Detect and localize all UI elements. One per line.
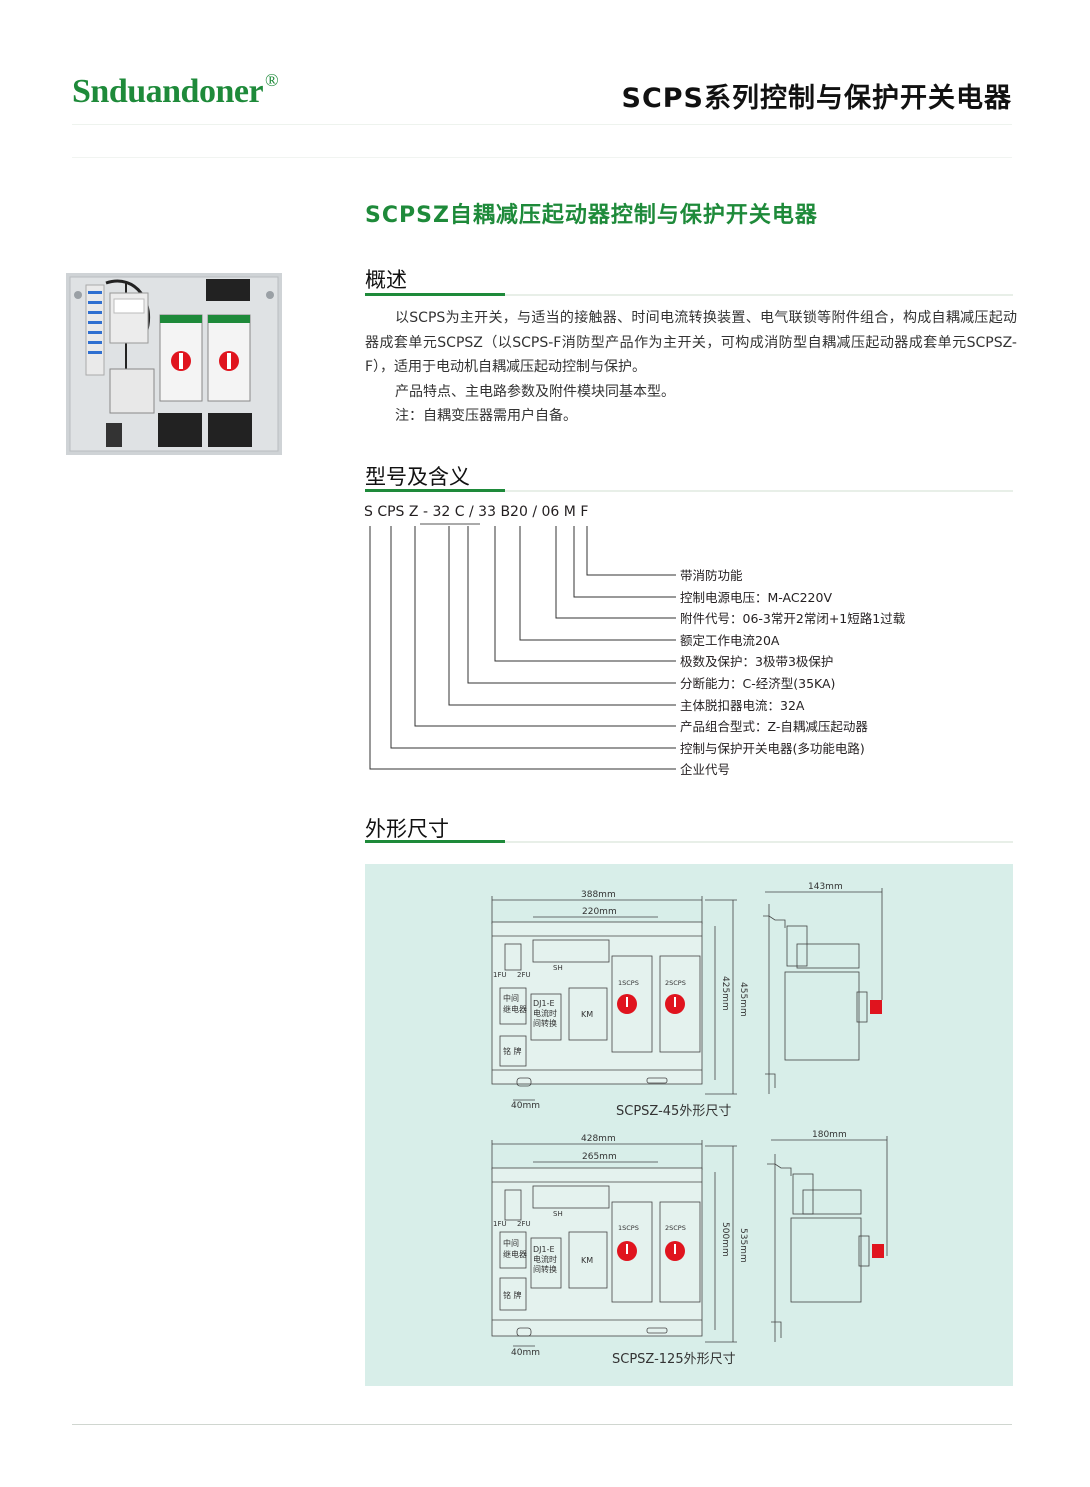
d1-side-depth: 143mm [808,882,843,892]
code-06: 06 [541,504,560,520]
d1-width-outer: 388mm [581,890,616,900]
footer-divider [72,1424,1012,1425]
d2-dj-2: 电流时 [533,1254,557,1264]
meaning-device: 控制与保护开关电器(多功能电路) [680,741,865,756]
d1-height-inner: 425mm [720,976,730,1011]
d2-bottom: 40mm [511,1348,540,1358]
d2-relay-2: 继电器 [503,1249,527,1259]
meaning-fire: 带消防功能 [680,568,743,583]
header-divider-2 [72,157,1012,158]
d2-fu1: 1FU [493,1220,507,1228]
d1-relay-1: 中间 [503,993,519,1003]
d1-sh: SH [553,964,563,972]
overview-divider [365,293,1013,296]
d1-scps2: 2SCPS [665,979,686,987]
d2-sh: SH [553,1210,563,1218]
code-f: F [580,504,589,520]
d2-height-inner: 500mm [720,1222,730,1257]
d2-width-outer: 428mm [581,1134,616,1144]
brand-name: Snduandoner [72,73,264,110]
code-b20: B20 [500,504,528,520]
overview-text: 以SCPS为主开关，与适当的接触器、时间电流转换装置、电气联锁等附件组合，构成自… [365,306,1017,429]
overview-note: 注：自耦变压器需用户自备。 [395,408,577,424]
d2-nameplate: 铭 牌 [503,1290,522,1300]
code-32: 32 [432,504,451,520]
model-divider [365,489,1013,492]
d2-scps2: 2SCPS [665,1224,686,1232]
d2-height-outer: 535mm [738,1228,748,1263]
d1-fu1: 1FU [493,971,507,979]
d1-dj-3: 间转换 [533,1018,557,1028]
d2-fu2: 2FU [517,1220,531,1228]
code-33: 33 [478,504,496,520]
dimensions-divider [365,840,1013,843]
meaning-combination: 产品组合型式：Z-自耦减压起动器 [680,719,868,734]
d2-dj-1: DJ1-E [533,1245,555,1254]
dimension-drawings: 388mm 220mm 143mm 425mm 455mm 40mm 1FU 2… [491,882,888,1367]
d2-dj-3: 间转换 [533,1264,557,1274]
meaning-poles: 极数及保护：3极带3极保护 [680,654,833,669]
model-heading: 型号及含义 [365,465,470,489]
code-s: S [364,504,373,520]
overview-paragraph-2: 产品特点、主电路参数及附件模块同基本型。 [395,383,675,400]
d2-scps1: 1SCPS [618,1224,639,1232]
product-title: SCPSZ自耦减压起动器控制与保护开关电器 [365,203,818,228]
d1-height-outer: 455mm [738,982,748,1017]
brand-logo: Snduandoner® [72,70,279,111]
code-slash-1: / [468,504,474,520]
meaning-breaking: 分断能力：C-经济型(35KA) [680,676,835,691]
code-cps: CPS [377,504,405,520]
d2-width-inner: 265mm [582,1152,617,1162]
code-m: M [563,504,576,520]
d1-width-inner: 220mm [582,907,617,917]
code-dash: - [422,504,429,520]
d2-side-depth: 180mm [812,1130,847,1140]
model-code: S CPS Z - 32 C / 33 B20 / 06 M F [364,504,588,520]
d1-km: KM [581,1010,593,1019]
d1-caption: SCPSZ-45外形尺寸 [616,1104,731,1119]
d1-nameplate: 铭 牌 [503,1046,522,1056]
d2-km: KM [581,1256,593,1265]
overview-heading: 概述 [365,268,407,292]
registered-mark: ® [265,70,279,90]
meaning-trip: 主体脱扣器电流：32A [680,698,805,713]
code-slash-2: / [532,504,538,520]
product-photo [66,273,282,455]
d1-bottom: 40mm [511,1101,540,1111]
d1-scps1: 1SCPS [618,979,639,987]
d2-relay-1: 中间 [503,1238,519,1248]
meaning-company: 企业代号 [680,762,730,777]
d1-dj-1: DJ1-E [533,999,555,1008]
d1-relay-2: 继电器 [503,1004,527,1014]
header-divider [72,124,1012,125]
d1-dj-2: 电流时 [533,1008,557,1018]
code-c: C [454,504,465,520]
model-diagram: 带消防功能 控制电源电压：M-AC220V 附件代号：06-3常开2常闭+1短路… [369,523,906,777]
page-title: SCPS系列控制与保护开关电器 [621,83,1012,114]
meaning-current: 额定工作电流20A [680,633,780,648]
dimensions-heading: 外形尺寸 [365,817,449,841]
meaning-voltage: 控制电源电压：M-AC220V [680,590,832,605]
code-z: Z [408,504,419,520]
dimension-drawings-panel: 388mm 220mm 143mm 425mm 455mm 40mm 1FU 2… [365,864,1013,1386]
d1-fu2: 2FU [517,971,531,979]
overview-paragraph-1: 以SCPS为主开关，与适当的接触器、时间电流转换装置、电气联锁等附件组合，构成自… [365,310,1017,375]
meaning-accessory: 附件代号：06-3常开2常闭+1短路1过载 [680,611,906,626]
d2-caption: SCPSZ-125外形尺寸 [612,1352,736,1367]
